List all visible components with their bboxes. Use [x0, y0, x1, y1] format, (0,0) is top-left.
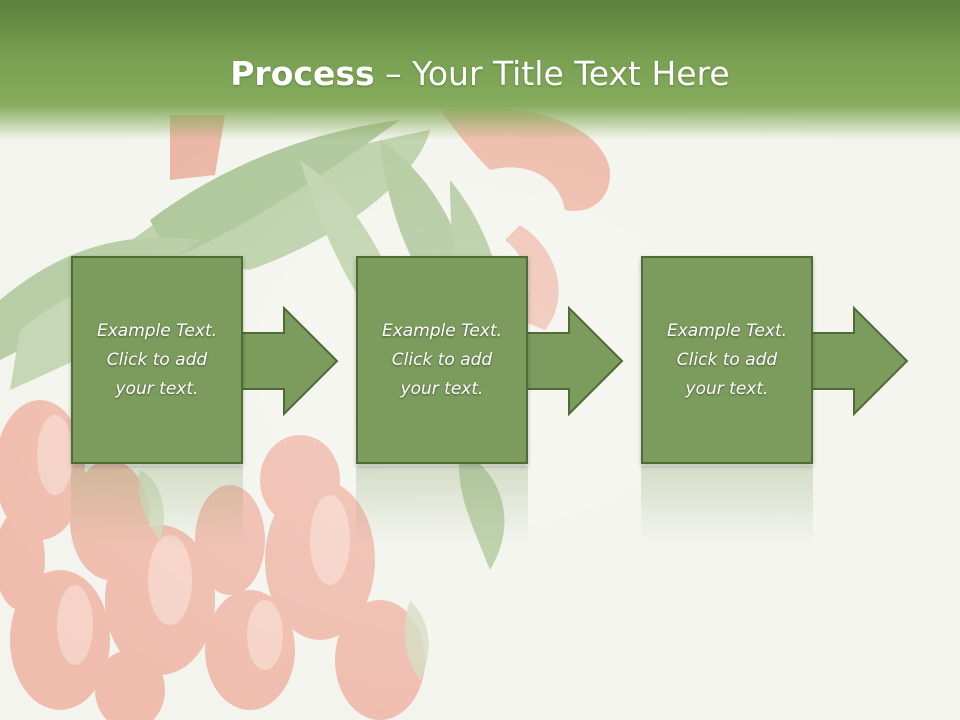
- process-step-1[interactable]: Example Text. Click to add your text.: [71, 256, 345, 546]
- title-rest: – Your Title Text Here: [374, 54, 730, 93]
- box-reflection: [71, 466, 243, 546]
- process-box[interactable]: Example Text. Click to add your text.: [71, 256, 243, 464]
- process-arrow: [520, 305, 624, 417]
- process-box[interactable]: Example Text. Click to add your text.: [641, 256, 813, 464]
- box-reflection: [356, 466, 528, 546]
- process-arrow: [235, 305, 339, 417]
- title-bar: Process – Your Title Text Here: [0, 0, 960, 140]
- process-step-text[interactable]: Example Text. Click to add your text.: [96, 320, 218, 399]
- slide-title: Process – Your Title Text Here: [0, 52, 960, 96]
- box-reflection: [641, 466, 813, 546]
- process-step-text[interactable]: Example Text. Click to add your text.: [381, 320, 503, 399]
- title-bold: Process: [230, 54, 375, 93]
- process-box[interactable]: Example Text. Click to add your text.: [356, 256, 528, 464]
- process-step-2[interactable]: Example Text. Click to add your text.: [356, 256, 630, 546]
- process-step-3[interactable]: Example Text. Click to add your text.: [641, 256, 915, 546]
- process-arrow: [805, 305, 909, 417]
- process-step-text[interactable]: Example Text. Click to add your text.: [666, 320, 788, 399]
